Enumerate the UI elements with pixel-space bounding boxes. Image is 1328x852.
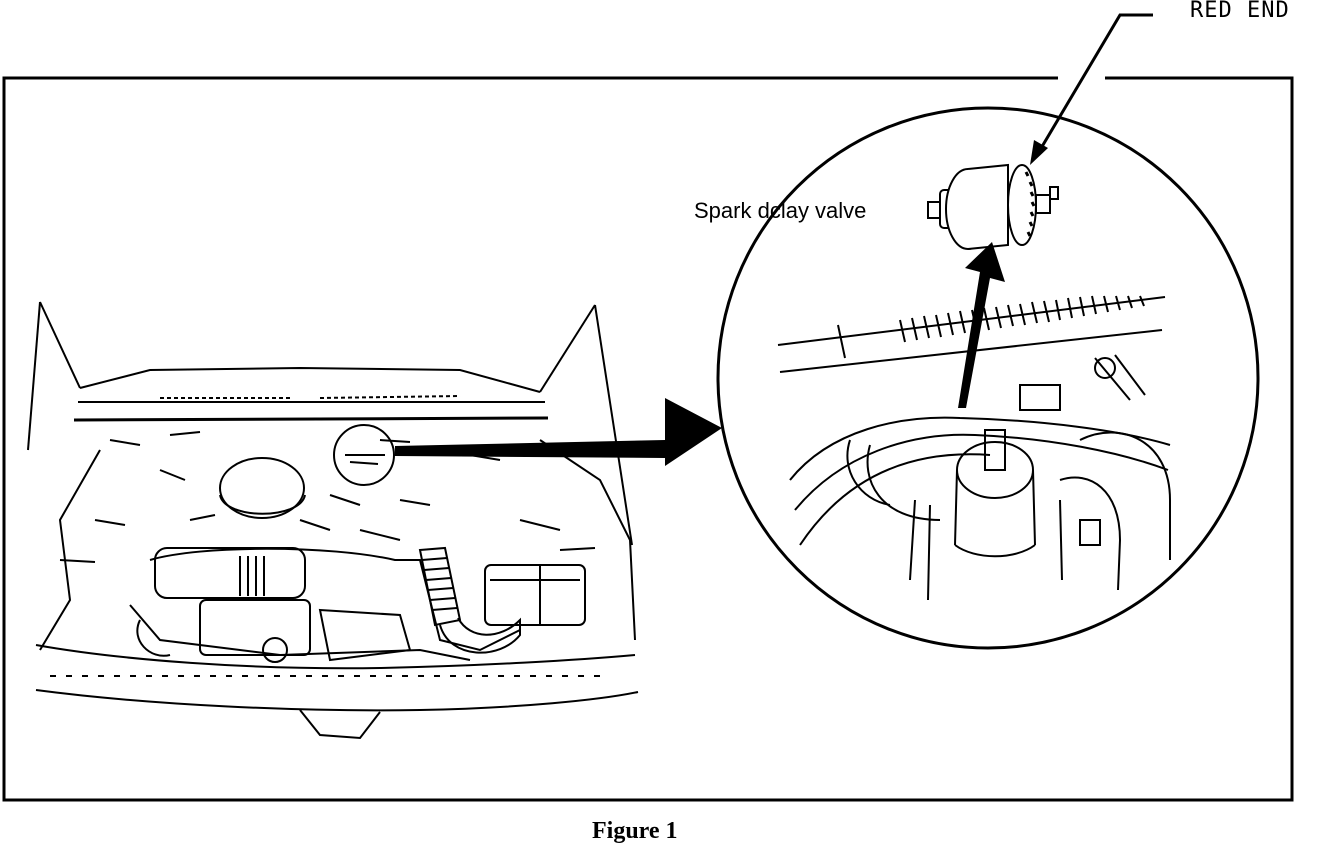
callout-arrow [395,398,722,466]
spark-delay-valve-part [927,163,1059,250]
magnified-detail [777,295,1171,601]
red-end-label: RED END [1190,0,1290,23]
red-end-leader [1030,13,1153,165]
figure-frame [2,76,1294,802]
spark-delay-valve-label: Spark dclay valve [694,198,867,223]
engine-bay-illustration [27,301,639,740]
valve-location-arrow [958,242,1005,408]
magnified-view [716,106,1260,650]
figure-caption: Figure 1 [592,818,678,844]
